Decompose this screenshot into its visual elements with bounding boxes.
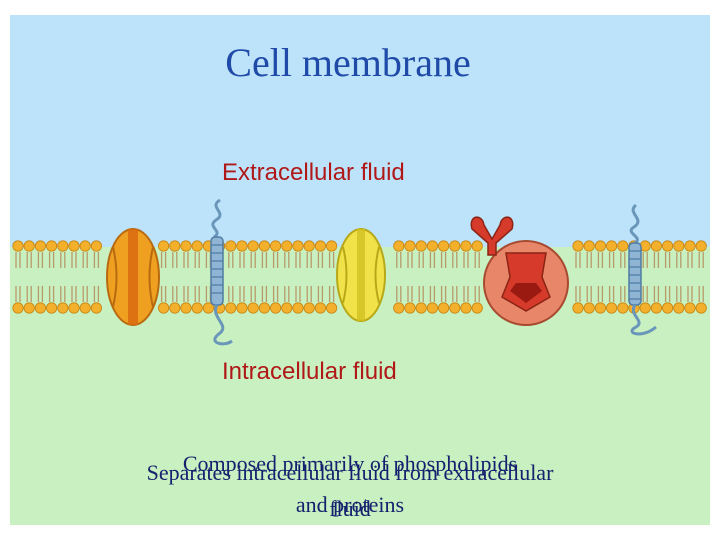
- lipid-head: [202, 302, 214, 314]
- bullet-separates-line1: Separates intracellular fluid from extra…: [146, 460, 554, 485]
- lipid-head: [269, 302, 282, 314]
- lipid-head: [68, 240, 80, 252]
- lipid-head: [303, 302, 315, 314]
- lipid-head: [236, 302, 248, 314]
- transmembrane-helix-right: [628, 203, 657, 336]
- lipid-head: [90, 240, 103, 252]
- lipid-head: [158, 302, 170, 314]
- lipid-head: [281, 240, 293, 252]
- lipid-head: [650, 302, 663, 314]
- lipid-head: [661, 302, 674, 314]
- lipid-head: [191, 302, 203, 314]
- lipid-head: [79, 240, 91, 252]
- lipid-head: [460, 302, 472, 314]
- intracellular-fluid-label: Intracellular fluid: [222, 358, 397, 385]
- lipid-head: [23, 302, 35, 314]
- lipid-head: [583, 240, 595, 252]
- bullet-composed-line2: and proteins: [295, 492, 405, 517]
- lipid-head: [79, 302, 91, 314]
- lipid-head: [269, 240, 282, 252]
- lipid-head: [673, 240, 685, 252]
- lipid-head: [415, 240, 427, 252]
- lipid-head: [617, 240, 629, 252]
- lipid-head: [471, 240, 483, 252]
- lipid-head: [258, 240, 270, 252]
- lipid-head: [258, 302, 270, 314]
- lipid-head: [415, 302, 427, 314]
- lipid-head: [45, 240, 58, 252]
- lipid-head: [158, 240, 170, 252]
- orange-channel-protein: [106, 228, 160, 326]
- membrane-illustration: [12, 198, 707, 346]
- lipid-head: [471, 302, 483, 314]
- lipid-head: [325, 302, 338, 314]
- transmembrane-helix-left: [210, 198, 233, 346]
- lipid-head: [325, 240, 338, 252]
- lipid-head: [426, 240, 438, 252]
- lipid-head: [23, 240, 35, 252]
- lipid-head: [617, 302, 629, 314]
- lipid-head: [572, 240, 584, 252]
- lipid-head: [594, 240, 607, 252]
- lipid-head: [292, 240, 304, 252]
- bullet-composed-line1: Composed primarily of phospholipids: [182, 451, 518, 476]
- extracellular-region: [10, 15, 710, 247]
- lipid-head: [180, 240, 192, 252]
- lipid-head: [460, 240, 472, 252]
- bullet-separates-line2: fluid: [329, 496, 371, 521]
- lipid-head: [695, 240, 707, 252]
- lipid-head: [314, 240, 326, 252]
- lipid-head: [236, 240, 248, 252]
- extracellular-fluid-label: Extracellular fluid: [222, 159, 405, 186]
- lipid-head: [661, 240, 674, 252]
- lipid-head: [426, 302, 438, 314]
- lipid-head: [225, 302, 237, 314]
- lipid-head: [34, 302, 47, 314]
- lipid-head: [393, 302, 405, 314]
- lipid-head: [34, 240, 47, 252]
- lipid-head: [605, 240, 618, 252]
- lipid-head: [12, 240, 24, 252]
- lipid-head: [191, 240, 203, 252]
- lipid-head: [684, 240, 696, 252]
- lipid-head: [292, 302, 304, 314]
- lipid-head: [57, 240, 69, 252]
- lipid-head: [583, 302, 595, 314]
- lipid-head: [57, 302, 69, 314]
- lipid-head: [404, 302, 416, 314]
- lipid-head: [404, 240, 416, 252]
- lipid-head: [247, 240, 259, 252]
- slide: Cell membrane Extracellular fluid Intrac…: [10, 15, 710, 525]
- lipid-head: [673, 302, 685, 314]
- lipid-head: [695, 302, 707, 314]
- lipid-head: [449, 302, 461, 314]
- lipid-head: [225, 240, 237, 252]
- receptor-protein: [470, 216, 569, 326]
- lipid-head: [684, 302, 696, 314]
- lipid-head: [594, 302, 607, 314]
- lipid-head: [314, 302, 326, 314]
- lipid-head: [12, 302, 24, 314]
- lipid-head: [68, 302, 80, 314]
- lipid-head: [281, 302, 293, 314]
- lipid-head: [180, 302, 192, 314]
- lipid-head: [90, 302, 103, 314]
- lipid-head: [639, 302, 651, 314]
- lipid-head: [169, 240, 181, 252]
- lipid-head: [45, 302, 58, 314]
- lipid-head: [605, 302, 618, 314]
- lipid-head: [650, 240, 663, 252]
- lipid-head: [247, 302, 259, 314]
- lipid-head: [169, 302, 181, 314]
- lipid-head: [449, 240, 461, 252]
- lipid-head: [303, 240, 315, 252]
- lipid-head: [572, 302, 584, 314]
- lipid-head: [437, 302, 450, 314]
- lipid-head: [393, 240, 405, 252]
- yellow-channel-protein: [336, 228, 386, 322]
- lipid-head: [437, 240, 450, 252]
- slide-title: Cell membrane: [225, 40, 471, 85]
